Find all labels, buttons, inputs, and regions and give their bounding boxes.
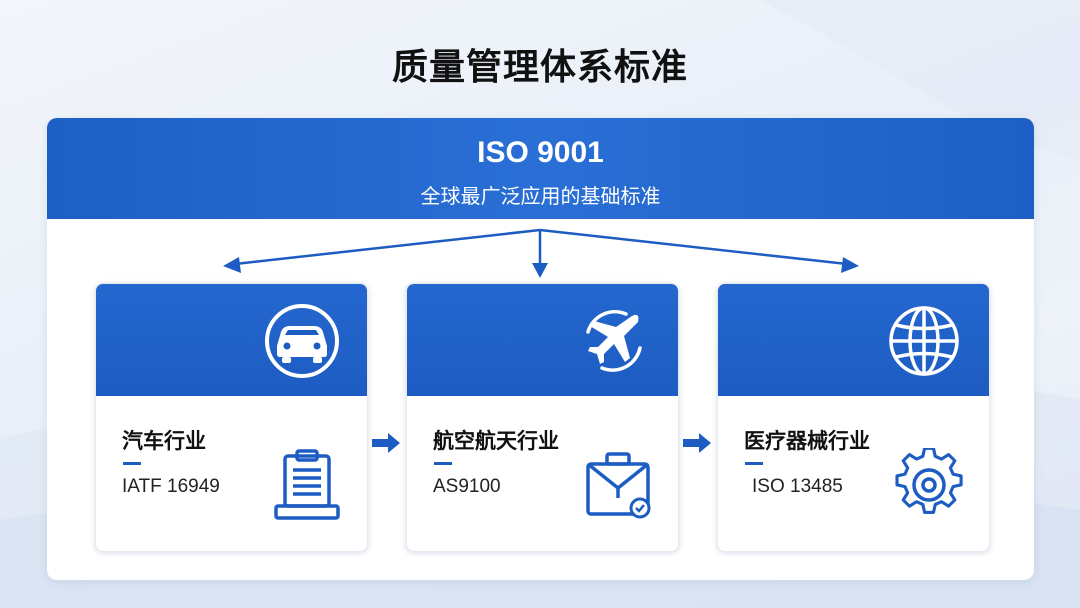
card-standard: AS9100: [433, 476, 501, 497]
card-standard: IATF 16949: [122, 476, 220, 497]
banner-title: ISO 9001: [477, 136, 604, 169]
clipboard-icon: [274, 449, 340, 520]
standards-panel: ISO 9001 全球最广泛应用的基础标准 汽车行业: [47, 118, 1034, 580]
divider: [745, 462, 763, 465]
arrow-right-icon: [372, 433, 400, 453]
card-automotive[interactable]: 汽车行业 IATF 16949: [95, 283, 368, 552]
divider: [434, 462, 452, 465]
card-medical-devices[interactable]: 医疗器械行业 ISO 13485: [717, 283, 990, 552]
car-icon: [265, 304, 339, 378]
toolbox-icon: [586, 452, 651, 519]
card-standard: ISO 13485: [752, 476, 843, 497]
divider: [123, 462, 141, 465]
page-title: 质量管理体系标准: [391, 47, 688, 88]
banner-subtitle: 全球最广泛应用的基础标准: [420, 184, 661, 208]
card-header: [718, 284, 989, 396]
airplane-icon: [586, 310, 642, 372]
card-name: 汽车行业: [122, 429, 206, 453]
gear-icon: [895, 448, 963, 514]
arrow-right-icon: [683, 433, 711, 453]
iso9001-banner: ISO 9001 全球最广泛应用的基础标准: [47, 118, 1034, 219]
card-name: 医疗器械行业: [744, 429, 870, 453]
card-name: 航空航天行业: [433, 429, 559, 453]
card-header: [96, 284, 367, 396]
globe-icon: [889, 306, 959, 376]
card-header: [407, 284, 678, 396]
card-aerospace[interactable]: 航空航天行业 AS9100: [406, 283, 679, 552]
